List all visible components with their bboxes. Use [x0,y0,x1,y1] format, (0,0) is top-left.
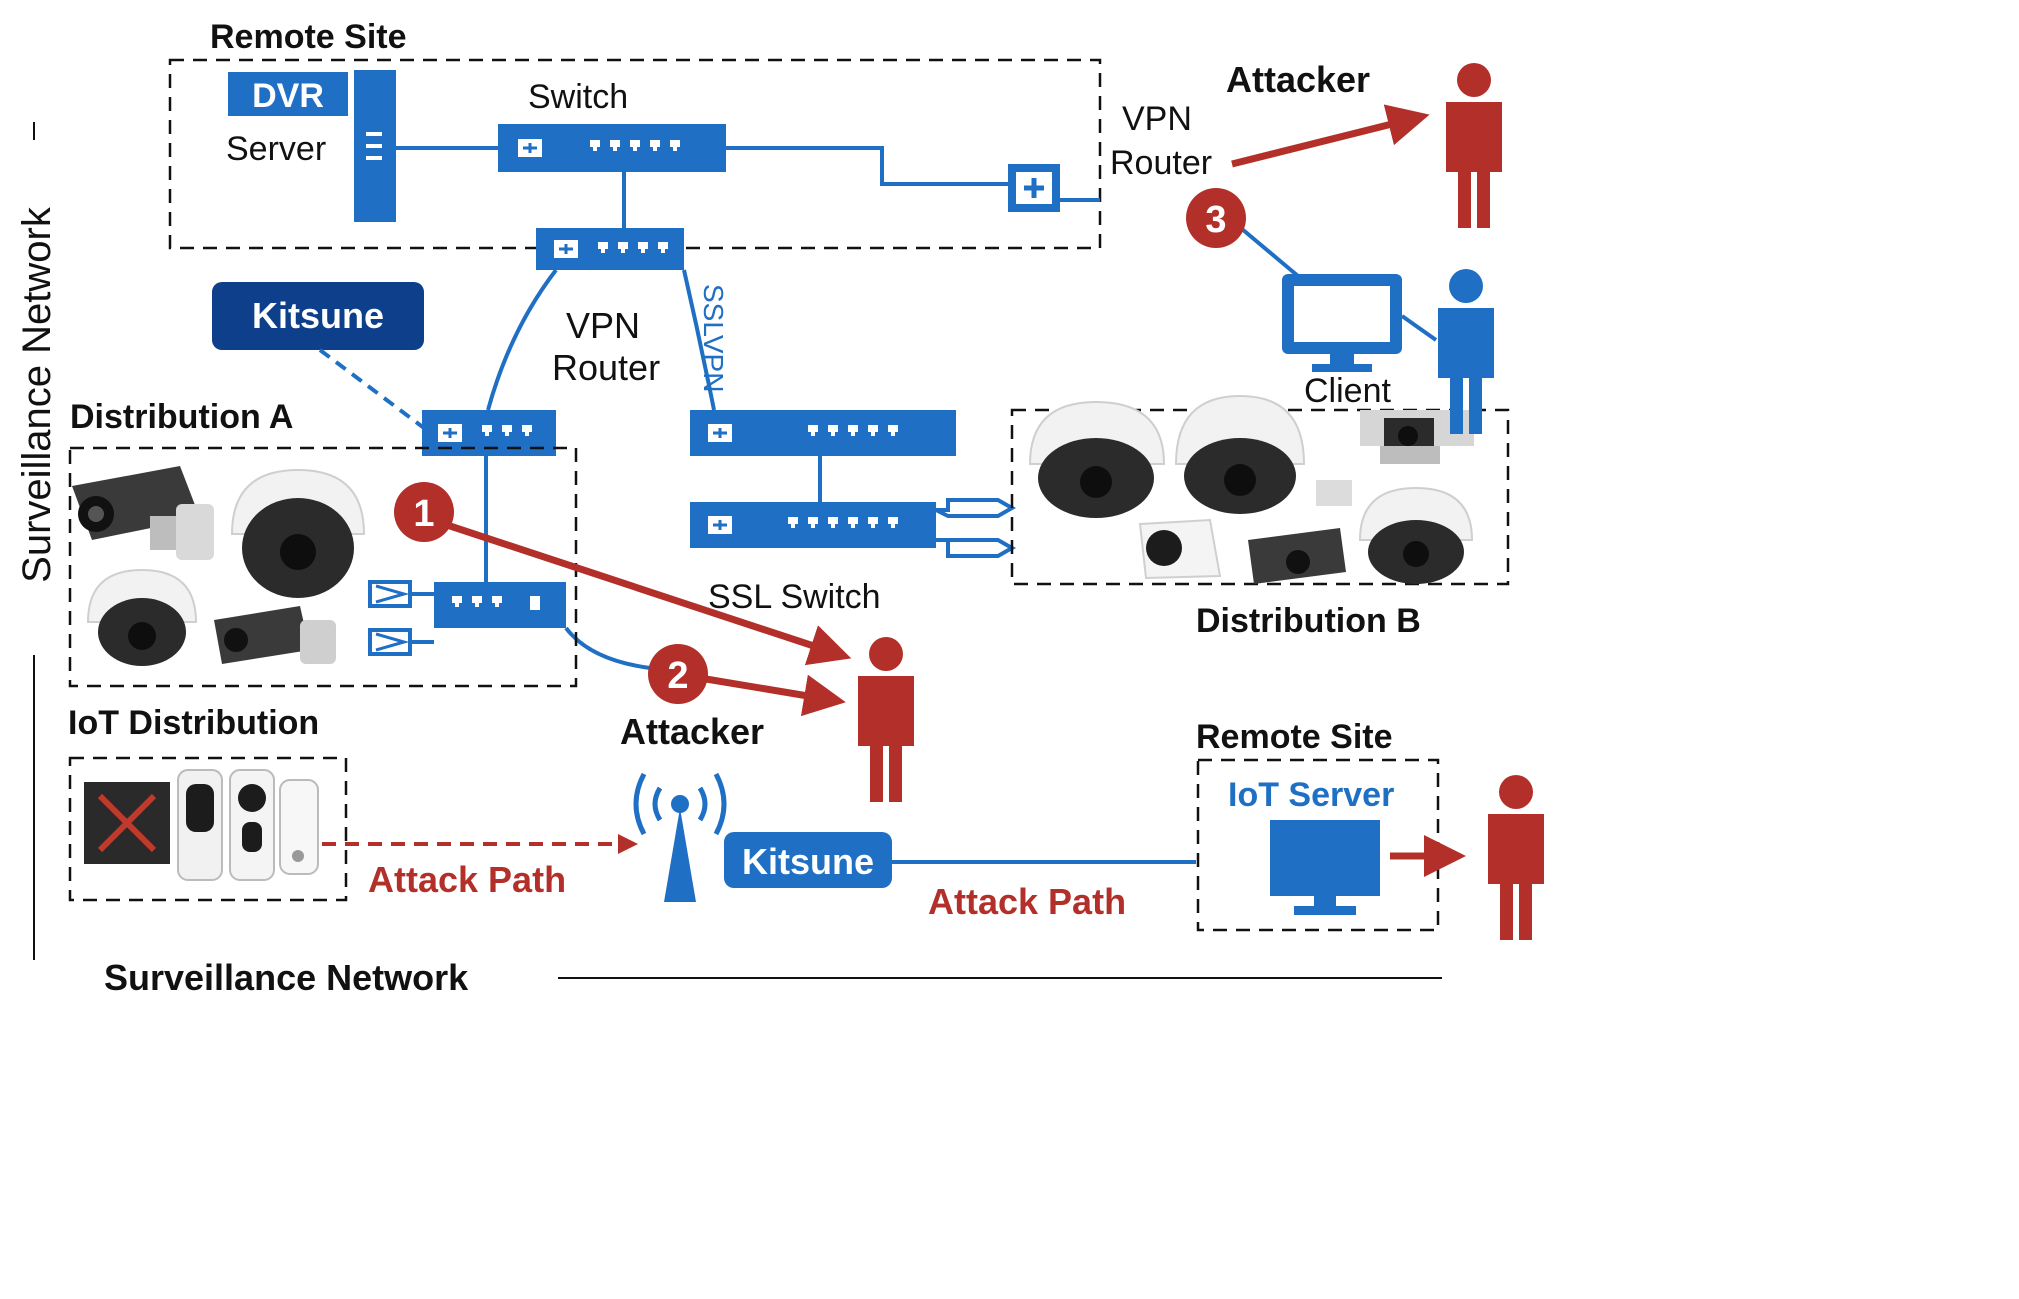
attack-path-right: Attack Path [928,881,1126,922]
step-badge-3-text: 3 [1205,199,1226,241]
distribution-a-title: Distribution A [70,398,294,436]
bottom-title: Surveillance Network [104,957,469,998]
ssl-switch-label: SSL Switch [708,578,881,616]
wire-core-distB [682,269,716,411]
attacker-top-label: Attacker [1226,59,1370,100]
iot-server-label: IoT Server [1228,776,1394,814]
step-badge-1: 1 [394,482,454,542]
attack-path-left: Attack Path [368,859,566,900]
remote-site-top-title: Remote Site [210,18,407,56]
distB-bullet-camera-icon [1138,480,1352,580]
box-camera-icon [214,606,336,664]
attack-arrow-1 [442,520,852,666]
vpn-router-top-line2: Router [1110,144,1212,182]
surveillance-network-diagram: Surveillance Network Surveillance Networ… [15,18,1544,998]
distribution-b-title: Distribution B [1196,602,1421,640]
distB-switch-icon [690,410,956,456]
dome-camera-small-icon [86,568,198,666]
client-monitor-icon [1282,274,1402,372]
iot-distribution-title: IoT Distribution [68,704,319,742]
vpn-router-top-icon [1008,164,1060,212]
step-badge-2: 2 [648,644,708,704]
remote-site-top-box [168,58,1102,250]
vpn-router-top-line1: VPN [1122,100,1192,138]
doorbell-camera-3-icon [279,779,319,875]
ssl-vpn-label: SSLVPN [698,284,729,392]
dvr-badge: DVR [252,77,324,115]
wire-switch-router [726,146,1008,186]
attack-arrow-2 [699,674,846,717]
top-switch-icon [498,124,726,172]
wire-core-distA [486,268,558,411]
kitsune-top: Kitsune [252,295,384,336]
core-switch-icon [536,228,684,270]
wireless-tower-icon [633,772,727,902]
client-label: Client [1304,372,1391,410]
wire-access-attacker [564,626,651,670]
remote-site-bottom-title: Remote Site [1196,718,1393,756]
attacker-top-icon [1446,63,1502,228]
center-vpn-router-line1: VPN [566,305,640,346]
distB-small-camera-icon [1248,528,1346,584]
distA-access-switch-icon [368,580,566,656]
attacker-middle-icon [858,637,914,802]
dvr-server-icon [354,70,396,222]
center-vpn-router-line2: Router [552,347,660,388]
dome-camera-icon [230,468,366,598]
server-label: Server [226,130,326,168]
iot-distribution-box [68,756,348,902]
step-badge-1-text: 1 [413,493,434,535]
distB-dome-camera-1-icon [1028,400,1166,518]
distribution-b-box [1010,408,1510,586]
attack-arrow-3 [1231,104,1430,168]
doorbell-camera-2-icon [229,769,275,881]
blocked-device-icon [84,782,170,864]
side-title: Surveillance Network [15,206,59,583]
distB-dome-camera-3-icon [1358,486,1474,584]
wire-step3-client [1234,222,1300,278]
wire-kitsune-dashed [318,348,426,430]
distB-dome-camera-2-icon [1174,394,1306,514]
bullet-camera-icon [72,466,214,560]
kitsune-top-bg [212,282,424,350]
attacker-middle-label: Attacker [620,711,764,752]
attacker-bottom-icon [1488,775,1544,940]
dvr-badge-bg [228,72,348,116]
kitsune-bottom: Kitsune [742,841,874,882]
kitsune-bottom-bg [724,832,892,888]
switch-label: Switch [528,78,628,116]
doorbell-camera-1-icon [177,769,223,881]
step-badge-2-text: 2 [667,655,688,697]
iot-server-monitor-icon [1270,820,1380,915]
distB-access-switch-icon [690,498,1017,558]
step-badge-3: 3 [1186,188,1246,248]
wire-client-person [1400,314,1438,342]
